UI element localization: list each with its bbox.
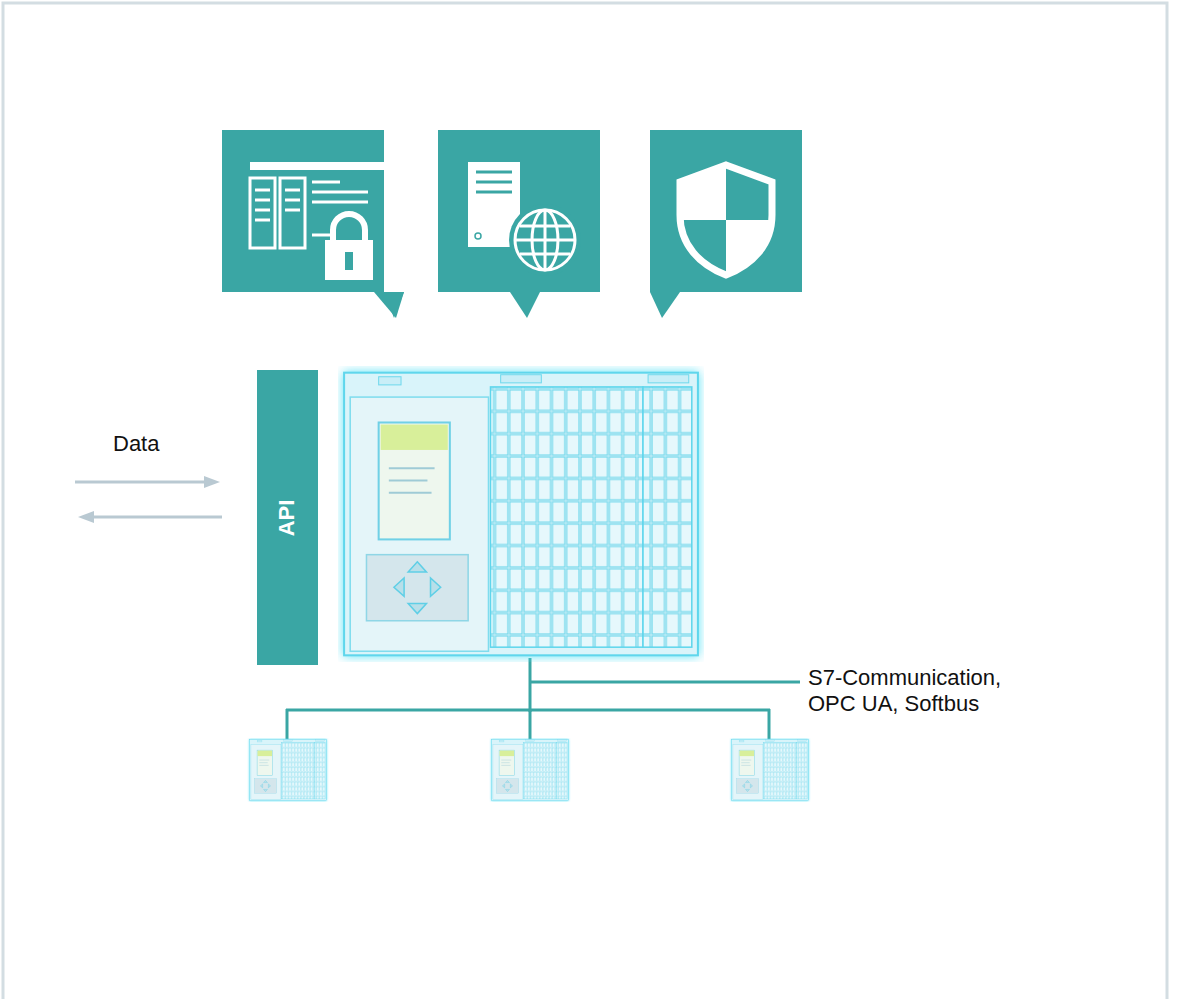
documentation-lock-icon — [222, 130, 404, 318]
frame — [3, 3, 1167, 999]
data-arrows — [75, 476, 222, 523]
field-controller — [732, 739, 809, 800]
security-shield-icon — [650, 130, 802, 318]
main-controller — [344, 373, 698, 656]
bus-lines — [286, 658, 800, 745]
api-bar: API — [257, 370, 318, 665]
protocol-label: S7-Communication, OPC UA, Softbus — [808, 665, 1013, 718]
web-server-icon — [438, 130, 600, 318]
field-controller — [492, 739, 569, 800]
data-label: Data — [113, 431, 159, 457]
api-label: API — [275, 499, 301, 536]
field-controller — [250, 739, 327, 800]
